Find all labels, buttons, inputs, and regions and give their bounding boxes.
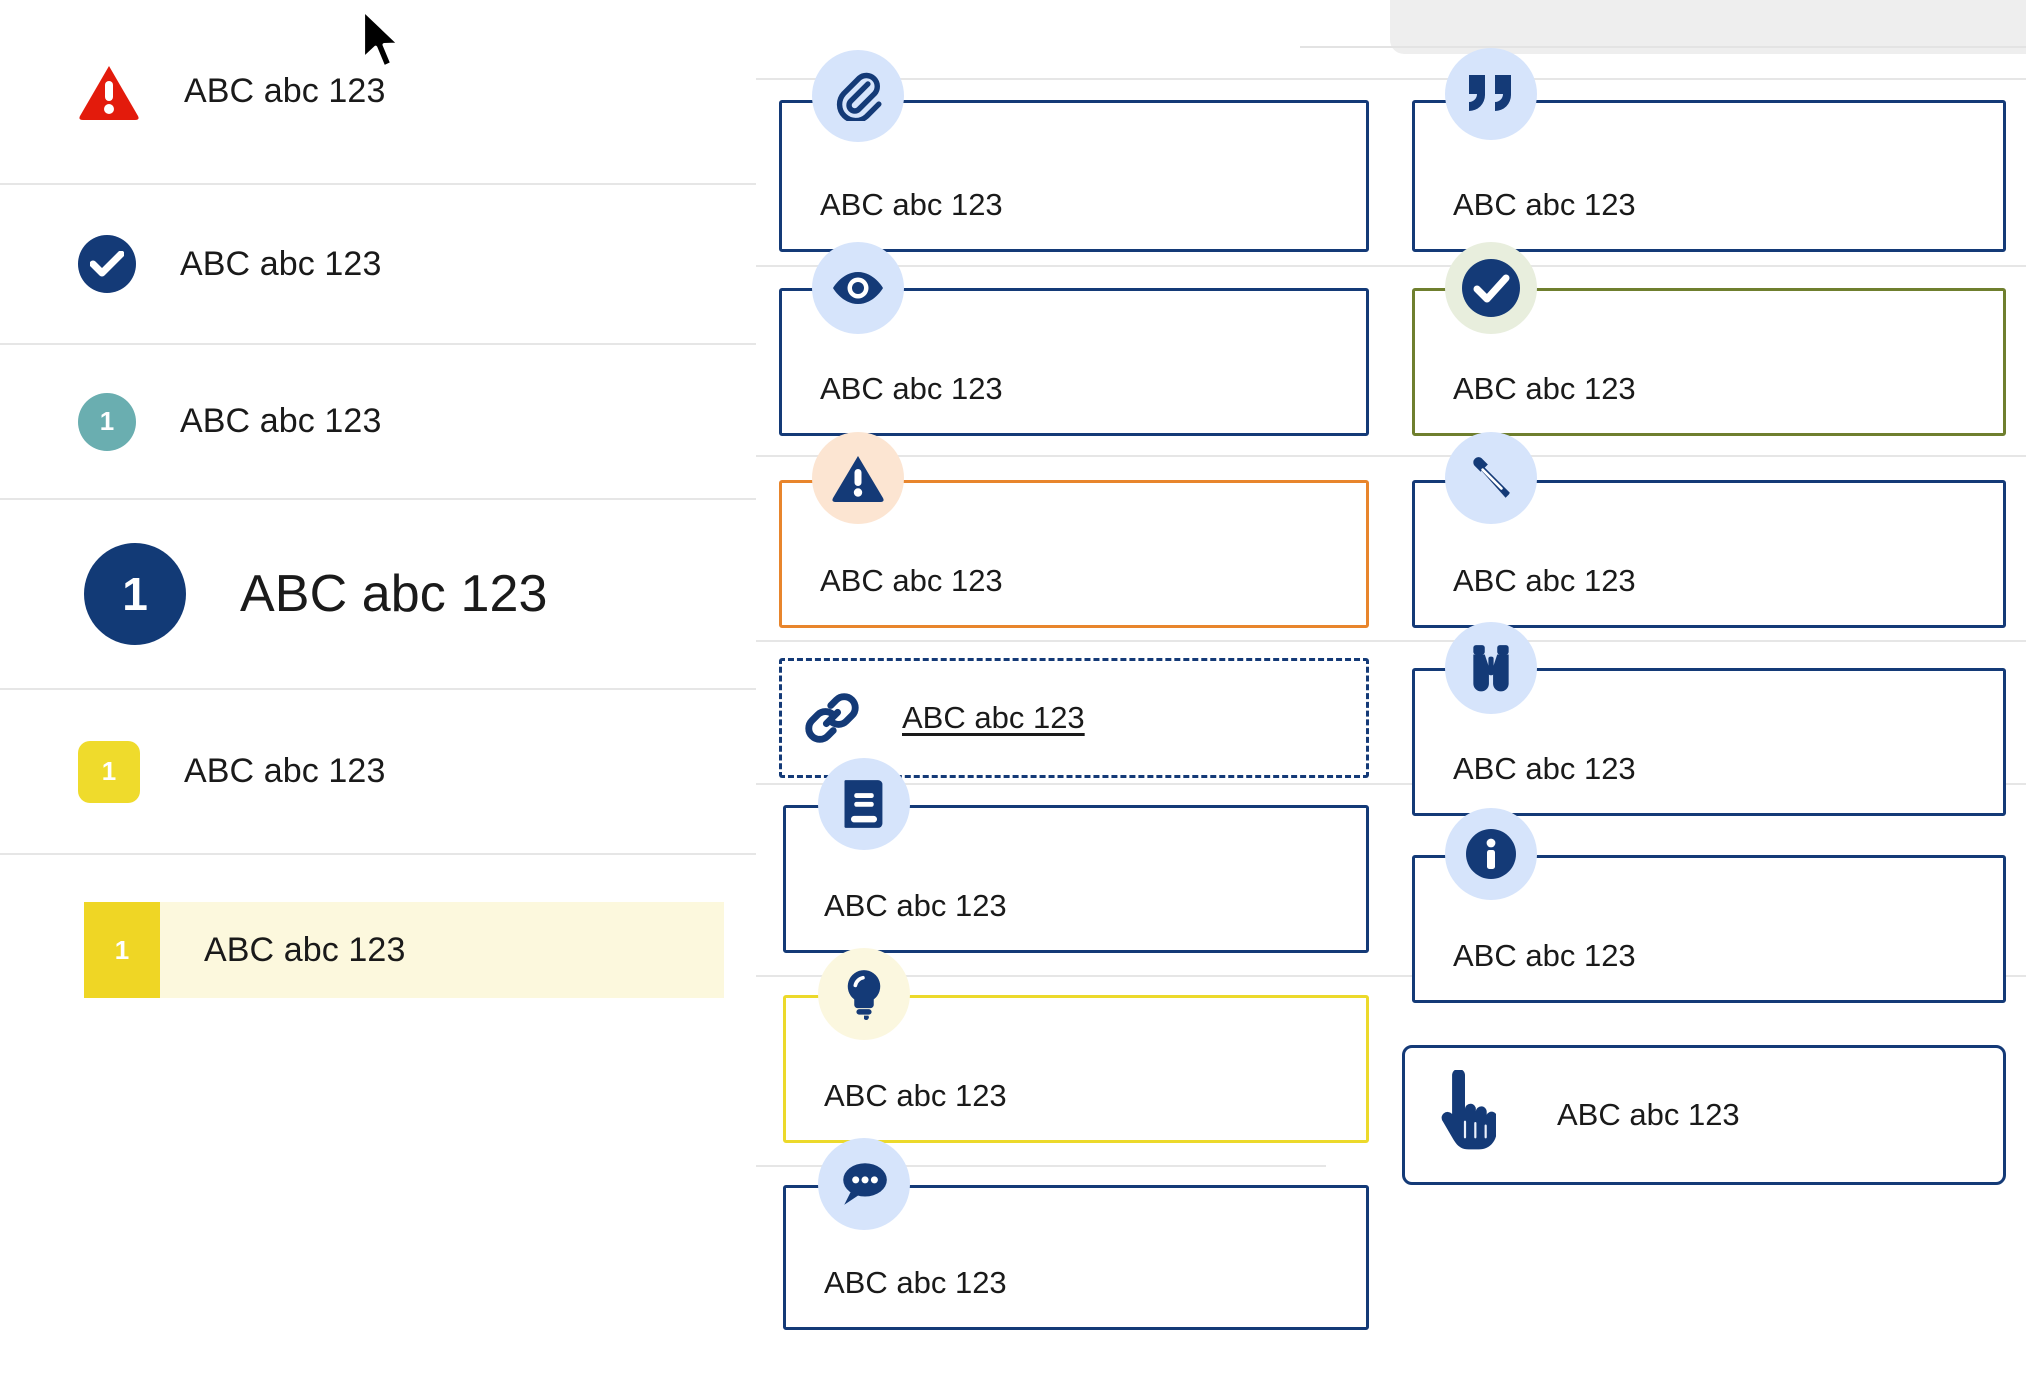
card-label: ABC abc 123 [824, 1265, 1007, 1300]
card-link-label[interactable]: ABC abc 123 [902, 700, 1085, 735]
comment-dots-icon [818, 1138, 910, 1230]
card-label: ABC abc 123 [1453, 563, 1636, 598]
number-square-flat-icon: 1 [84, 902, 160, 998]
card-label: ABC abc 123 [824, 1078, 1007, 1113]
card-observe[interactable]: ABC abc 123 [1412, 668, 2006, 816]
row-divider [756, 975, 2026, 977]
background-panel [1390, 0, 2026, 54]
link-chain-icon [802, 688, 862, 753]
mouse-pointer-icon [360, 7, 406, 79]
number-badge-text: 1 [114, 934, 130, 965]
row-divider [756, 78, 2026, 80]
highlighted-row-background[interactable]: 1 ABC abc 123 [84, 902, 724, 998]
card-link[interactable]: ABC abc 123 [779, 658, 1369, 778]
card-lightbulb[interactable]: ABC abc 123 [783, 995, 1369, 1143]
row-divider [756, 783, 2026, 785]
card-action[interactable]: ABC abc 123 [1402, 1045, 2006, 1185]
row-divider [756, 265, 2026, 267]
row-divider [756, 640, 2026, 642]
list-item[interactable]: ABC abc 123 [0, 0, 756, 185]
list-item-label: ABC abc 123 [180, 244, 382, 283]
list-item-label: ABC abc 123 [184, 72, 386, 110]
warning-triangle-icon [812, 432, 904, 524]
quote-icon [1445, 48, 1537, 140]
list-item-label: ABC abc 123 [184, 752, 386, 790]
card-label: ABC abc 123 [820, 563, 1003, 598]
pencil-icon [1445, 432, 1537, 524]
background-panel-divider [1300, 46, 2026, 48]
warning-triangle-icon [78, 64, 140, 120]
number-badge-text: 1 [99, 406, 115, 436]
pointing-hand-icon [1434, 1068, 1498, 1163]
card-label: ABC abc 123 [1453, 938, 1636, 973]
list-item-label: ABC abc 123 [180, 402, 382, 440]
check-circle-icon [78, 235, 136, 293]
card-label: ABC abc 123 [1453, 187, 1636, 222]
number-circle-icon: 1 [78, 392, 136, 451]
card-label: ABC abc 123 [1453, 751, 1636, 786]
list-item-label: ABC abc 123 [204, 930, 406, 969]
list-item-selected[interactable]: 1 ABC abc 123 [0, 855, 756, 1045]
lightbulb-icon [818, 948, 910, 1040]
list-item[interactable]: 1 ABC abc 123 [0, 345, 756, 500]
list-item[interactable]: 1 ABC abc 123 [0, 690, 756, 855]
eye-icon [812, 242, 904, 334]
row-divider [756, 455, 2026, 457]
left-list-panel: ABC abc 123 ABC abc 123 1 ABC abc 123 1 … [0, 0, 756, 1392]
book-icon [818, 758, 910, 850]
list-item[interactable]: ABC abc 123 [0, 185, 756, 345]
card-label: ABC abc 123 [1453, 371, 1636, 406]
number-square-icon: 1 [78, 740, 140, 803]
row-divider [756, 1165, 1326, 1167]
binoculars-icon [1445, 622, 1537, 714]
number-circle-large-icon: 1 [84, 543, 186, 645]
paperclip-icon [812, 50, 904, 142]
list-item-label: ABC abc 123 [240, 565, 548, 623]
check-circle-icon [1445, 242, 1537, 334]
card-label: ABC abc 123 [820, 371, 1003, 406]
card-label: ABC abc 123 [824, 888, 1007, 923]
info-circle-icon [1445, 808, 1537, 900]
card-label: ABC abc 123 [820, 187, 1003, 222]
card-label: ABC abc 123 [1557, 1097, 1740, 1132]
number-badge-text: 1 [101, 756, 117, 786]
number-badge-text: 1 [122, 568, 148, 620]
card-eye[interactable]: ABC abc 123 [779, 288, 1369, 436]
list-item[interactable]: 1 ABC abc 123 [0, 500, 756, 690]
